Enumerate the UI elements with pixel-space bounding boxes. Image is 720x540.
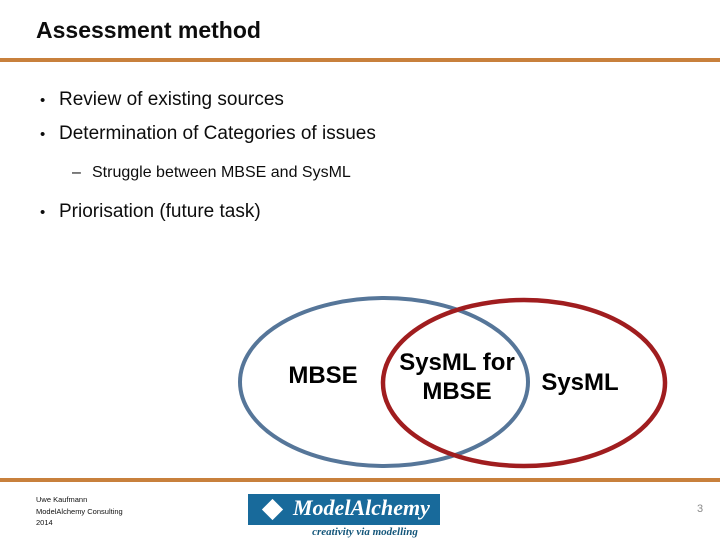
venn-label-overlap: SysML for MBSE: [387, 348, 527, 406]
bullet-text: Review of existing sources: [59, 89, 284, 110]
diamond-icon: [261, 498, 284, 521]
bullet-text: Determination of Categories of issues: [59, 123, 376, 144]
modelalchemy-logo: ModelAlchemy: [248, 494, 440, 525]
footer-author-name: Uwe Kaufmann: [36, 495, 88, 504]
sub-bullet-text: Struggle between MBSE and SysML: [92, 164, 351, 181]
sub-bullet-item: – Struggle between MBSE and SysML: [72, 164, 351, 182]
slide-title: Assessment method: [36, 17, 261, 43]
logo-wordmark: ModelAlchemy: [293, 495, 430, 520]
bullet-icon: •: [40, 92, 46, 109]
footer-author-block: Uwe Kaufmann ModelAlchemy Consulting 201…: [36, 494, 123, 529]
bullet-item: • Priorisation (future task): [40, 201, 261, 223]
logo-tagline: creativity via modelling: [312, 526, 418, 538]
bullet-item: • Determination of Categories of issues: [40, 123, 376, 145]
dash-icon: –: [72, 164, 81, 181]
venn-label-mbse: MBSE: [288, 362, 358, 389]
footer-divider-line: [0, 478, 720, 482]
bullet-item: • Review of existing sources: [40, 89, 284, 111]
bullet-icon: •: [40, 126, 46, 143]
venn-label-overlap-line2: MBSE: [422, 378, 492, 405]
venn-label-sysml: SysML: [541, 369, 619, 396]
title-divider-line: [0, 58, 720, 62]
bullet-icon: •: [40, 204, 46, 221]
page-number: 3: [696, 503, 704, 515]
footer-author-company: ModelAlchemy Consulting: [36, 506, 123, 516]
bullet-text: Priorisation (future task): [59, 201, 261, 222]
venn-label-overlap-line1: SysML for: [399, 349, 515, 376]
footer-author-year: 2014: [36, 518, 53, 527]
